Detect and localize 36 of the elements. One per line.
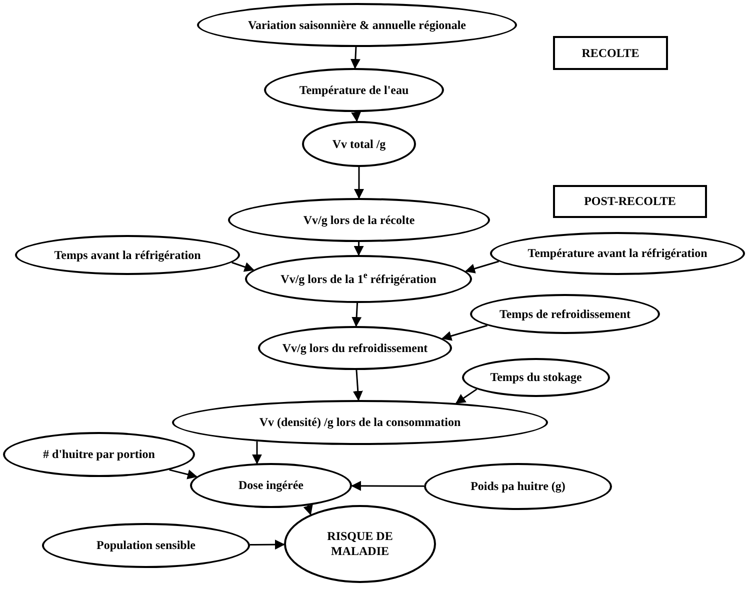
arrow [252, 441, 262, 464]
node-label: Temps de refroidissement [498, 306, 632, 322]
arrow [352, 370, 363, 401]
arrow [354, 167, 364, 199]
arrow [351, 112, 362, 122]
node-label: Vv/g lors de la récolte [302, 212, 416, 228]
node-label: Poids pa huitre (g) [470, 479, 566, 494]
arrow [351, 480, 424, 491]
arrow [354, 242, 364, 256]
arrow [169, 469, 198, 480]
arrow [352, 302, 362, 327]
arrow [455, 388, 478, 404]
arrow [303, 504, 313, 516]
node-label: Dose ingérée [238, 478, 304, 493]
section-box [553, 185, 707, 218]
node-label: # d'huitre par portion [42, 447, 156, 462]
node-label: Vv (densité) /g lors de la consommation [258, 415, 462, 430]
node-label: Vv/g lors du refroidissement [281, 340, 429, 356]
node-label: Variation saisonnière & annuelle régionale [246, 18, 467, 32]
section-box [553, 36, 668, 70]
node-label: Vv/g lors de la 1$^{e}$ réfrigération [280, 272, 438, 286]
node-label: Température de l'eau [298, 82, 410, 98]
node-label: Temps du stokage [489, 370, 583, 385]
node-label: Vv total /g [331, 136, 387, 152]
arrow [232, 262, 254, 272]
section-label: POST-RECOLTE [583, 194, 677, 209]
node-label: Population sensible [95, 538, 197, 553]
node-label: RISQUE DE MALADIE [326, 529, 394, 559]
section-label: RECOLTE [580, 46, 640, 60]
arrow [464, 260, 500, 274]
arrow [250, 540, 285, 550]
ellipse-node [190, 463, 352, 508]
node-label: Temps avant la réfrigération [53, 248, 202, 262]
node-label: Température avant la réfrigération [526, 246, 708, 261]
arrow [442, 324, 488, 341]
arrow [350, 46, 360, 69]
